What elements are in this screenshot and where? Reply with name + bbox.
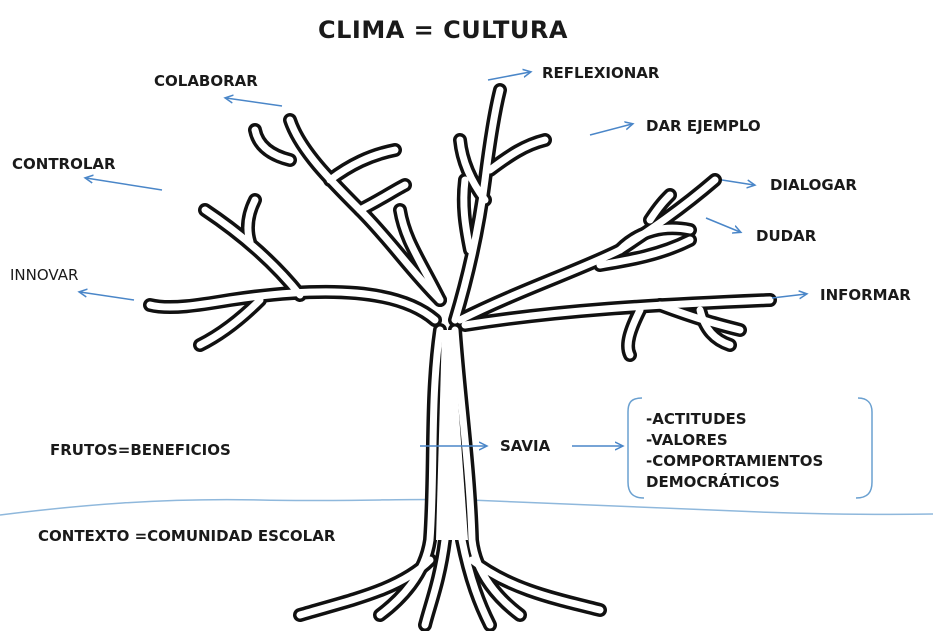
savia-item: -VALORES — [646, 430, 823, 451]
label-contexto: CONTEXTO =COMUNIDAD ESCOLAR — [38, 529, 335, 544]
label-reflexionar: REFLEXIONAR — [542, 66, 659, 81]
arrow-dudar — [706, 218, 740, 232]
label-informar: INFORMAR — [820, 288, 911, 303]
savia-items: -ACTITUDES -VALORES -COMPORTAMIENTOS DEM… — [646, 409, 823, 493]
arrow-dialogar — [722, 180, 754, 185]
arrow-dar-ejemplo — [590, 124, 632, 135]
label-dar-ejemplo: DAR EJEMPLO — [646, 119, 761, 134]
savia-item: -ACTITUDES — [646, 409, 823, 430]
label-colaborar: COLABORAR — [154, 74, 258, 89]
label-controlar: CONTROLAR — [12, 157, 116, 172]
diagram-title: CLIMA = CULTURA — [318, 18, 568, 42]
label-dialogar: DIALOGAR — [770, 178, 857, 193]
savia-item: DEMOCRÁTICOS — [646, 472, 823, 493]
label-dudar: DUDAR — [756, 229, 816, 244]
label-savia: SAVIA — [500, 439, 550, 454]
label-frutos: FRUTOS=BENEFICIOS — [50, 443, 231, 458]
savia-item: -COMPORTAMIENTOS — [646, 451, 823, 472]
label-innovar: INNOVAR — [10, 268, 78, 283]
arrow-reflexionar — [488, 72, 530, 80]
arrow-controlar — [86, 178, 162, 190]
arrow-innovar — [80, 292, 134, 300]
arrow-colaborar — [226, 98, 282, 106]
arrow-informar — [772, 294, 806, 298]
